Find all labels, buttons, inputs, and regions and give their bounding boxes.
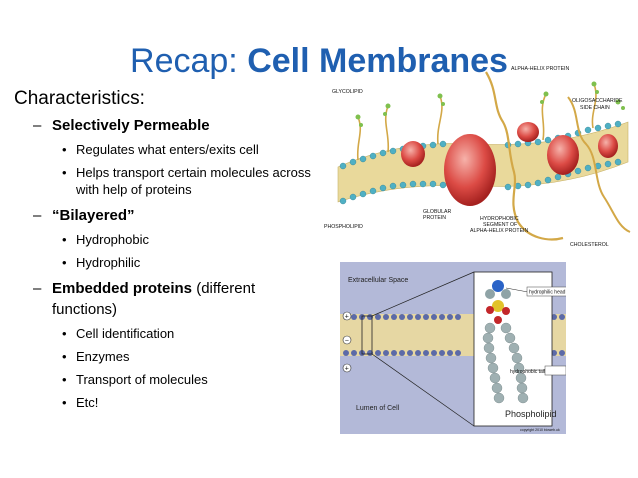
sub-item: Transport of molecules bbox=[76, 372, 208, 387]
item-embedded-proteins-bold: Embedded proteins bbox=[52, 280, 193, 297]
label-oligosaccharide: OLIGOSACCHARIDE bbox=[572, 98, 623, 104]
item-embedded-proteins: Embedded proteins (different bbox=[52, 280, 255, 297]
dot-bullet: • bbox=[62, 255, 67, 270]
phospholipid-heads bbox=[339, 120, 622, 205]
item-bilayered: “Bilayered” bbox=[52, 207, 135, 224]
label-side-chain: SIDE CHAIN bbox=[580, 105, 610, 111]
label-hydrophilic-head: hydrophilic head bbox=[529, 290, 566, 296]
label-glycolipid: GLYCOLIPID bbox=[332, 89, 363, 95]
oligosaccharide-chains bbox=[356, 83, 597, 161]
protein-top-2 bbox=[517, 122, 539, 142]
title-prefix: Recap: bbox=[130, 42, 248, 80]
sub-item: Enzymes bbox=[76, 349, 130, 364]
label-hydrophobic-tail: hydrophobic tail bbox=[510, 369, 545, 375]
dot-bullet: • bbox=[62, 372, 67, 387]
protein-right bbox=[598, 134, 618, 158]
dash-bullet: – bbox=[33, 117, 42, 134]
label-hydrophobic: HYDROPHOBIC bbox=[480, 216, 519, 222]
phospholipid-molecule bbox=[482, 280, 529, 404]
label-protein: PROTEIN bbox=[423, 215, 446, 221]
globular-protein bbox=[444, 134, 496, 206]
label-globular: GLOBULAR bbox=[423, 209, 452, 215]
label-alpha-helix: ALPHA-HELIX PROTEIN bbox=[511, 66, 569, 72]
label-phospholipid: PHOSPHOLIPID bbox=[324, 224, 363, 230]
item-selectively-permeable: Selectively Permeable bbox=[52, 117, 210, 134]
zoom-line-top bbox=[371, 271, 475, 317]
label-segment-of: SEGMENT OF bbox=[483, 222, 517, 228]
label-extracellular: Extracellular Space bbox=[348, 277, 408, 284]
sign-plus-top: + bbox=[345, 314, 349, 321]
sign-plus-bottom: + bbox=[345, 366, 349, 373]
dash-bullet: – bbox=[33, 280, 42, 297]
item-embedded-proteins-rest: (different bbox=[192, 280, 256, 297]
sub-item-continuation: with help of proteins bbox=[76, 182, 192, 197]
dot-bullet: • bbox=[62, 142, 67, 157]
phospholipid-diagram: hydrophilic head hydrophobic tail Phosph… bbox=[340, 262, 566, 434]
sub-item: Etc! bbox=[76, 395, 99, 410]
zoom-line-bottom bbox=[371, 353, 475, 427]
item-embedded-proteins-continuation: functions) bbox=[52, 301, 118, 318]
sub-item: Helps transport certain molecules across bbox=[76, 165, 311, 180]
dot-bullet: • bbox=[62, 232, 67, 247]
label-cholesterol: CHOLESTEROL bbox=[570, 242, 609, 248]
label-lumen: Lumen of Cell bbox=[356, 405, 400, 412]
label-phospholipid-zoom: Phospholipid bbox=[505, 409, 557, 419]
head-label-box bbox=[526, 286, 566, 297]
label-copyright: copyright 2010 bioweb.uk bbox=[520, 428, 560, 432]
helix-strand-2 bbox=[567, 96, 631, 233]
dot-bullet: • bbox=[62, 165, 67, 180]
sign-minus: − bbox=[345, 338, 349, 345]
sub-item: Hydrophobic bbox=[76, 232, 149, 247]
sugar-beads bbox=[355, 81, 625, 127]
membrane-heads bbox=[343, 314, 565, 356]
protein-small bbox=[547, 135, 579, 175]
membrane-illustration: GLYCOLIPID ALPHA-HELIX PROTEIN OLIGOSACC… bbox=[324, 66, 631, 248]
tail-label-box bbox=[544, 365, 566, 376]
charge-markers: + − + bbox=[342, 311, 352, 373]
selection-box bbox=[361, 315, 373, 355]
characteristics-heading: Characteristics: bbox=[14, 88, 145, 109]
dot-bullet: • bbox=[62, 349, 67, 364]
sub-item: Hydrophilic bbox=[76, 255, 141, 270]
protein-top bbox=[401, 141, 425, 167]
dash-bullet: – bbox=[33, 207, 42, 224]
dot-bullet: • bbox=[62, 326, 67, 341]
sub-item: Cell identification bbox=[76, 326, 175, 341]
title-bold: Cell Membranes bbox=[247, 42, 508, 80]
alpha-helix-strand bbox=[485, 71, 564, 241]
sub-item: Regulates what enters/exits cell bbox=[76, 142, 259, 157]
dot-bullet: • bbox=[62, 395, 67, 410]
label-alpha-helix-protein: ALPHA-HELIX PROTEIN bbox=[470, 228, 528, 234]
page-title: Recap: Cell Membranes bbox=[0, 42, 638, 81]
